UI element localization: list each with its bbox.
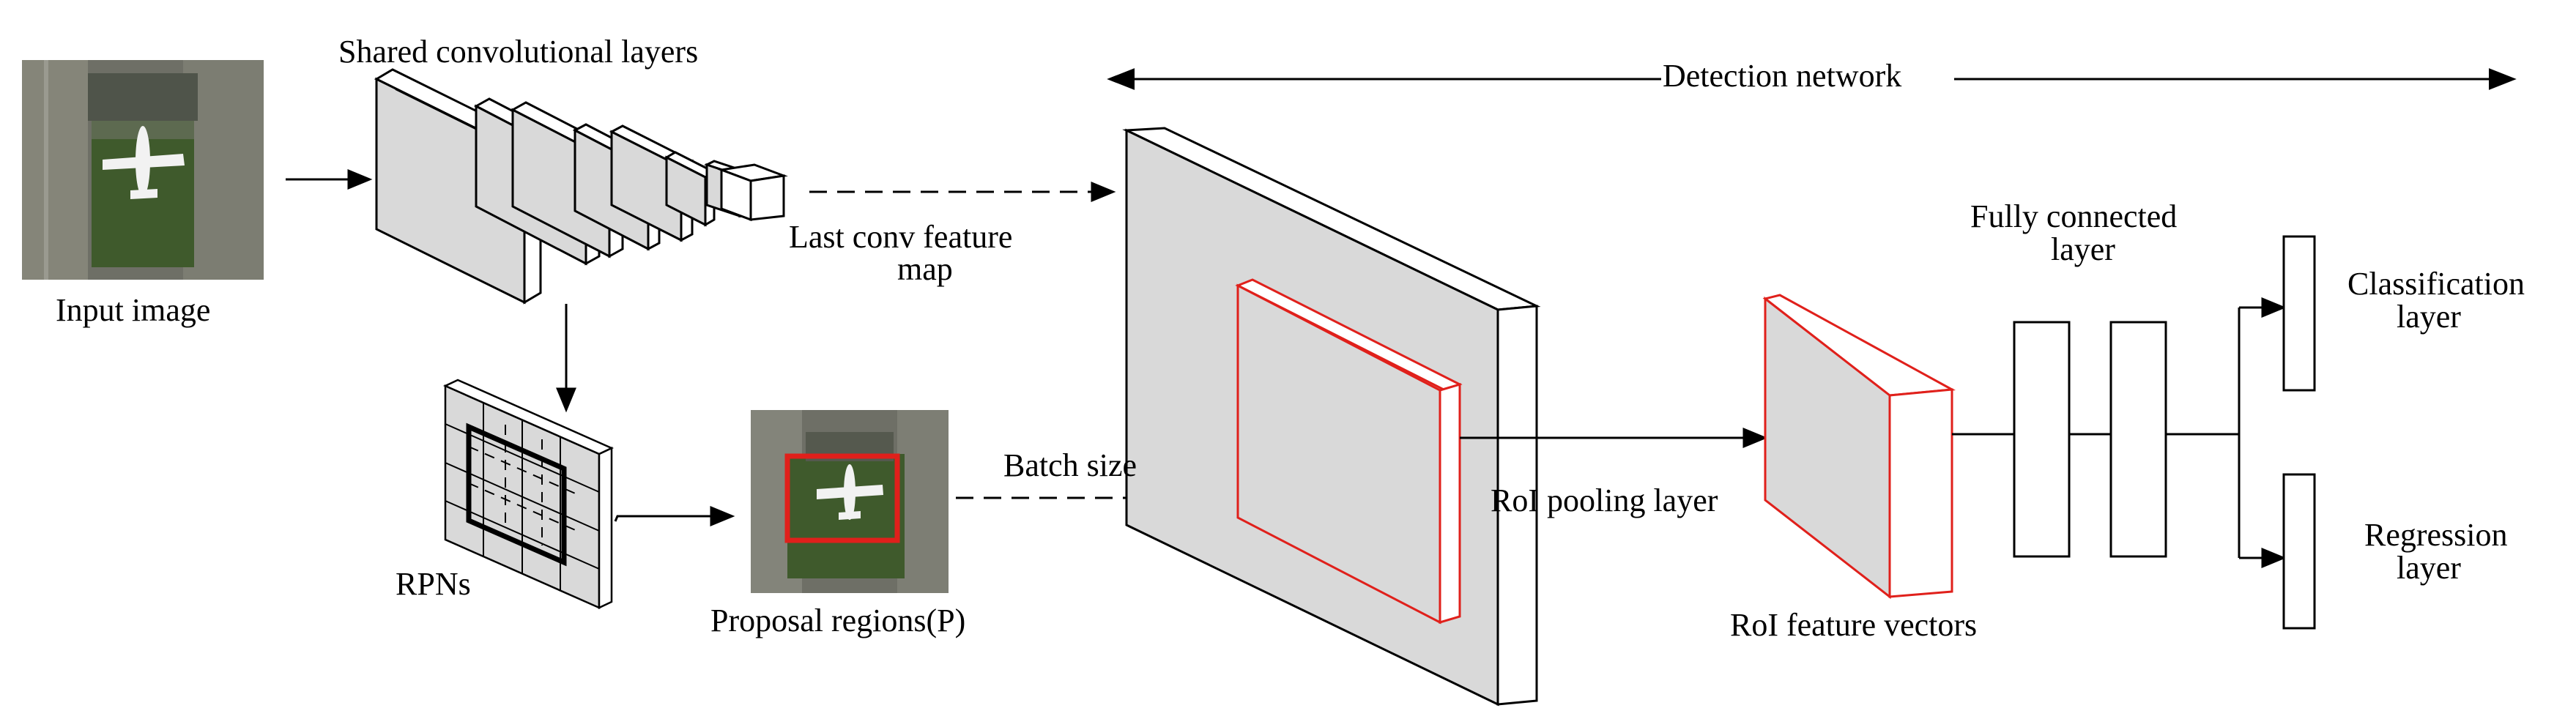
airplane-icon [103,126,185,199]
fc-layer-1 [2013,321,2071,558]
label-shared-conv: Shared convolutional layers [338,34,698,70]
roi-feature-vectors-block [1762,294,1956,600]
classification-layer-box [2282,235,2316,392]
roi-region-slab [1235,278,1463,625]
label-roi-pooling: RoI pooling layer [1491,483,1718,518]
label-regression-1: Regression [2364,517,2508,553]
fc-layer-2 [2109,321,2167,558]
label-classification-2: layer [2397,299,2461,335]
arrow-rpn-to-proposals [614,506,735,526]
regression-layer-box [2282,473,2316,630]
label-rpns: RPNs [396,566,471,602]
label-batch-size: Batch size [1003,447,1137,483]
label-input-image: Input image [56,292,210,328]
label-detection-network: Detection network [1663,58,1901,94]
label-last-conv-2: map [897,251,953,287]
label-proposal-regions: Proposal regions(P) [710,603,965,638]
label-fully-connected-2: layer [2051,231,2115,267]
rpn-grid [442,379,615,609]
proposal-bounding-box [784,453,900,543]
airplane-icon [817,464,883,520]
label-roi-feature-vectors: RoI feature vectors [1730,607,1977,643]
input-image-photo [22,60,264,280]
label-classification-1: Classification [2347,266,2525,302]
fully-connected-layers [1952,297,2287,568]
label-fully-connected-1: Fully connected [1970,198,2177,234]
shared-conv-layers [374,68,788,305]
label-last-conv-1: Last conv feature [789,219,1012,255]
label-regression-2: layer [2397,550,2461,586]
proposal-regions-photo [751,410,949,593]
